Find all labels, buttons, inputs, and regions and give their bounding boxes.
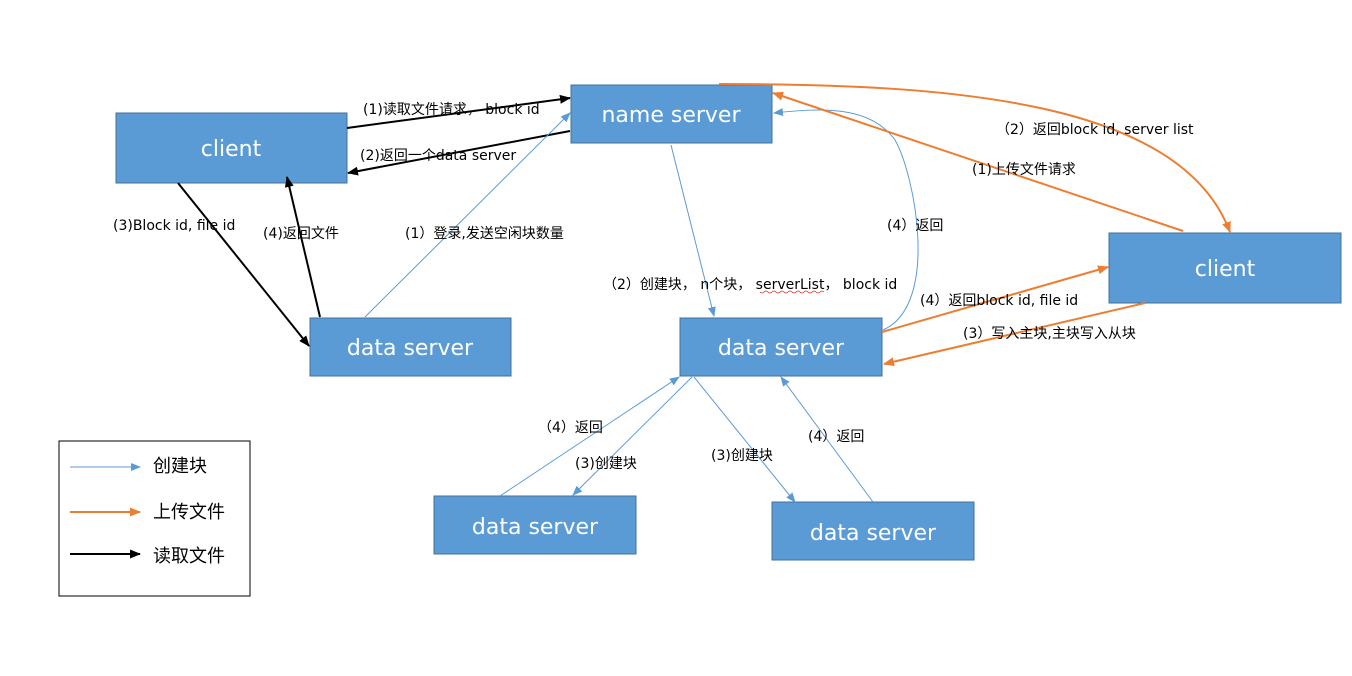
arrow-return-block-list xyxy=(718,83,1231,233)
data-server-bottom-left-label: data server xyxy=(472,515,599,540)
client-right-label: client xyxy=(1195,257,1256,282)
label-return-file: (4)返回文件 xyxy=(263,226,339,242)
arrow-read-request xyxy=(346,94,571,129)
client-left-node: client xyxy=(115,112,348,184)
data-server-bottom-right-label: data server xyxy=(810,521,937,546)
arrow-create-left xyxy=(572,376,693,496)
label-return-to-name: (4）返回 xyxy=(887,218,943,234)
data-server-left-node: data server xyxy=(309,317,512,377)
name-server-node: name server xyxy=(570,84,773,144)
arrow-return-file xyxy=(284,176,321,318)
label-return-right: (4）返回 xyxy=(808,429,864,445)
label-read-request: (1)读取文件请求， block id xyxy=(363,101,540,118)
arrow-return-left xyxy=(499,376,680,497)
label-write-primary: (3）写入主块,主块写入从块 xyxy=(963,326,1136,342)
arrow-upload-request xyxy=(772,91,1184,232)
label-return-block-list: （2）返回block id, server list xyxy=(996,122,1194,138)
label-create-blocks: （2）创建块， n个块， serverList， block id xyxy=(603,277,897,293)
label-create-left: (3)创建块 xyxy=(575,456,637,472)
label-block-file-id: (3)Block id, file id xyxy=(113,218,235,234)
data-server-center-node: data server xyxy=(679,317,883,377)
legend-upload-label: 上传文件 xyxy=(153,502,225,523)
arrow-create-right xyxy=(693,376,796,503)
name-server-label: name server xyxy=(601,103,741,128)
arrow-login-report xyxy=(364,112,571,318)
legend-box xyxy=(58,440,251,597)
arrow-return-data-server xyxy=(347,130,571,176)
client-right-node: client xyxy=(1108,232,1342,304)
data-server-bottom-left-node: data server xyxy=(433,495,637,555)
arrow-block-file-id xyxy=(177,182,310,347)
arrow-return-right xyxy=(780,376,874,503)
label-return-block-file: (4）返回block id, file id xyxy=(920,293,1078,309)
arrow-write-primary xyxy=(883,302,1146,367)
data-server-center-label: data server xyxy=(718,336,845,361)
arrow-create-blocks xyxy=(670,144,716,317)
data-server-left-label: data server xyxy=(347,336,474,361)
label-return-data-server: (2)返回一个data server xyxy=(360,148,516,164)
data-server-bottom-right-node: data server xyxy=(771,501,975,561)
label-upload-request: (1)上传文件请求 xyxy=(972,162,1076,178)
label-create-right: (3)创建块 xyxy=(711,448,773,464)
legend: 创建块 上传文件 读取文件 xyxy=(58,440,251,597)
client-left-label: client xyxy=(201,137,262,162)
spellcheck-squiggle xyxy=(759,290,825,294)
arrow-return-block-file xyxy=(881,265,1109,333)
label-login-report: (1）登录,发送空闲块数量 xyxy=(405,226,564,242)
legend-create-label: 创建块 xyxy=(153,456,207,477)
label-return-left: （4）返回 xyxy=(538,420,603,436)
legend-read-label: 读取文件 xyxy=(153,546,225,567)
